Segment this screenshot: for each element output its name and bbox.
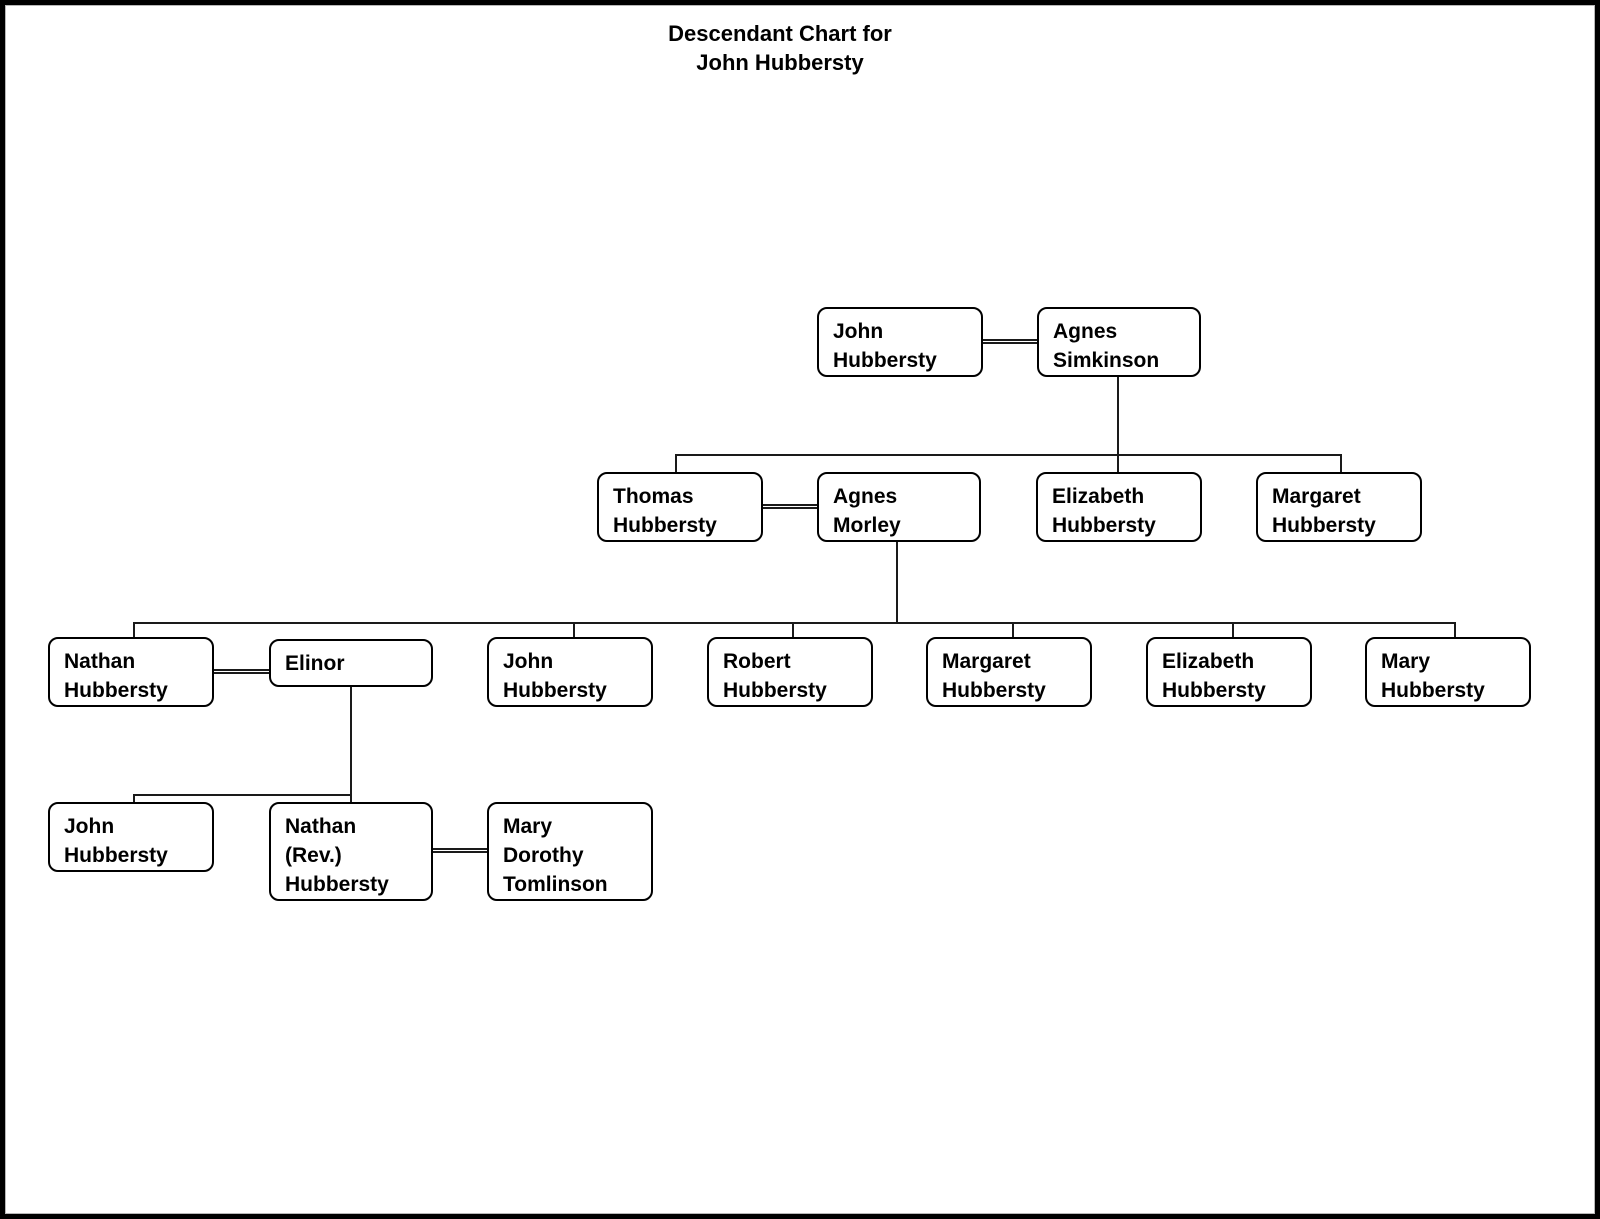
marriage-link-nathan-rev-mary-dorothy [431,848,489,853]
sibling-drop-john-hubbersty-g3 [573,622,575,638]
descent-line-gen1-to-gen2 [1117,376,1119,473]
sibling-drop-mary-hubbersty [1454,622,1456,638]
person-box-mary-hubbersty[interactable]: Mary Hubbersty [1365,637,1531,707]
descent-line-gen3-to-gen4 [350,687,352,803]
person-box-nathan-hubbersty[interactable]: Nathan Hubbersty [48,637,214,707]
sibling-drop-margaret-hubbersty-g3 [1012,622,1014,638]
person-box-elizabeth-hubbersty-g2[interactable]: Elizabeth Hubbersty [1036,472,1202,542]
person-box-margaret-hubbersty-g3[interactable]: Margaret Hubbersty [926,637,1092,707]
sibling-drop-thomas-hubbersty [675,454,677,475]
page-title: Descendant Chart for John Hubbersty [668,21,892,75]
marriage-link-thomas-agnes-morley [761,504,819,509]
person-box-thomas-hubbersty[interactable]: Thomas Hubbersty [597,472,763,542]
person-box-elizabeth-hubbersty-g3[interactable]: Elizabeth Hubbersty [1146,637,1312,707]
person-box-agnes-morley[interactable]: Agnes Morley [817,472,981,542]
sibling-drop-margaret-hubbersty-g2 [1340,454,1342,475]
marriage-link-john-agnes-simkinson [981,339,1039,344]
descent-line-gen2-to-gen3 [896,542,898,624]
person-box-john-hubbersty-g4[interactable]: John Hubbersty [48,802,214,872]
sibling-drop-elizabeth-hubbersty-g3 [1232,622,1234,638]
person-box-mary-dorothy-tomlinson[interactable]: Mary Dorothy Tomlinson [487,802,653,901]
person-box-john-hubbersty-g1[interactable]: John Hubbersty [817,307,983,377]
person-box-nathan-rev-hubbersty[interactable]: Nathan (Rev.) Hubbersty [269,802,433,901]
person-box-agnes-simkinson[interactable]: Agnes Simkinson [1037,307,1201,377]
person-box-elinor[interactable]: Elinor [269,639,433,687]
person-box-margaret-hubbersty-g2[interactable]: Margaret Hubbersty [1256,472,1422,542]
sibling-bar-gen2 [675,454,1342,456]
page-inner-rule [5,5,1595,1214]
sibling-drop-nathan-hubbersty [133,622,135,638]
marriage-link-nathan-elinor [212,669,270,674]
sibling-bar-gen4 [133,794,352,796]
sibling-drop-robert-hubbersty [792,622,794,638]
sibling-bar-gen3 [133,622,1456,624]
sibling-drop-john-hubbersty-g4 [133,794,135,807]
person-box-robert-hubbersty[interactable]: Robert Hubbersty [707,637,873,707]
person-box-john-hubbersty-g3[interactable]: John Hubbersty [487,637,653,707]
